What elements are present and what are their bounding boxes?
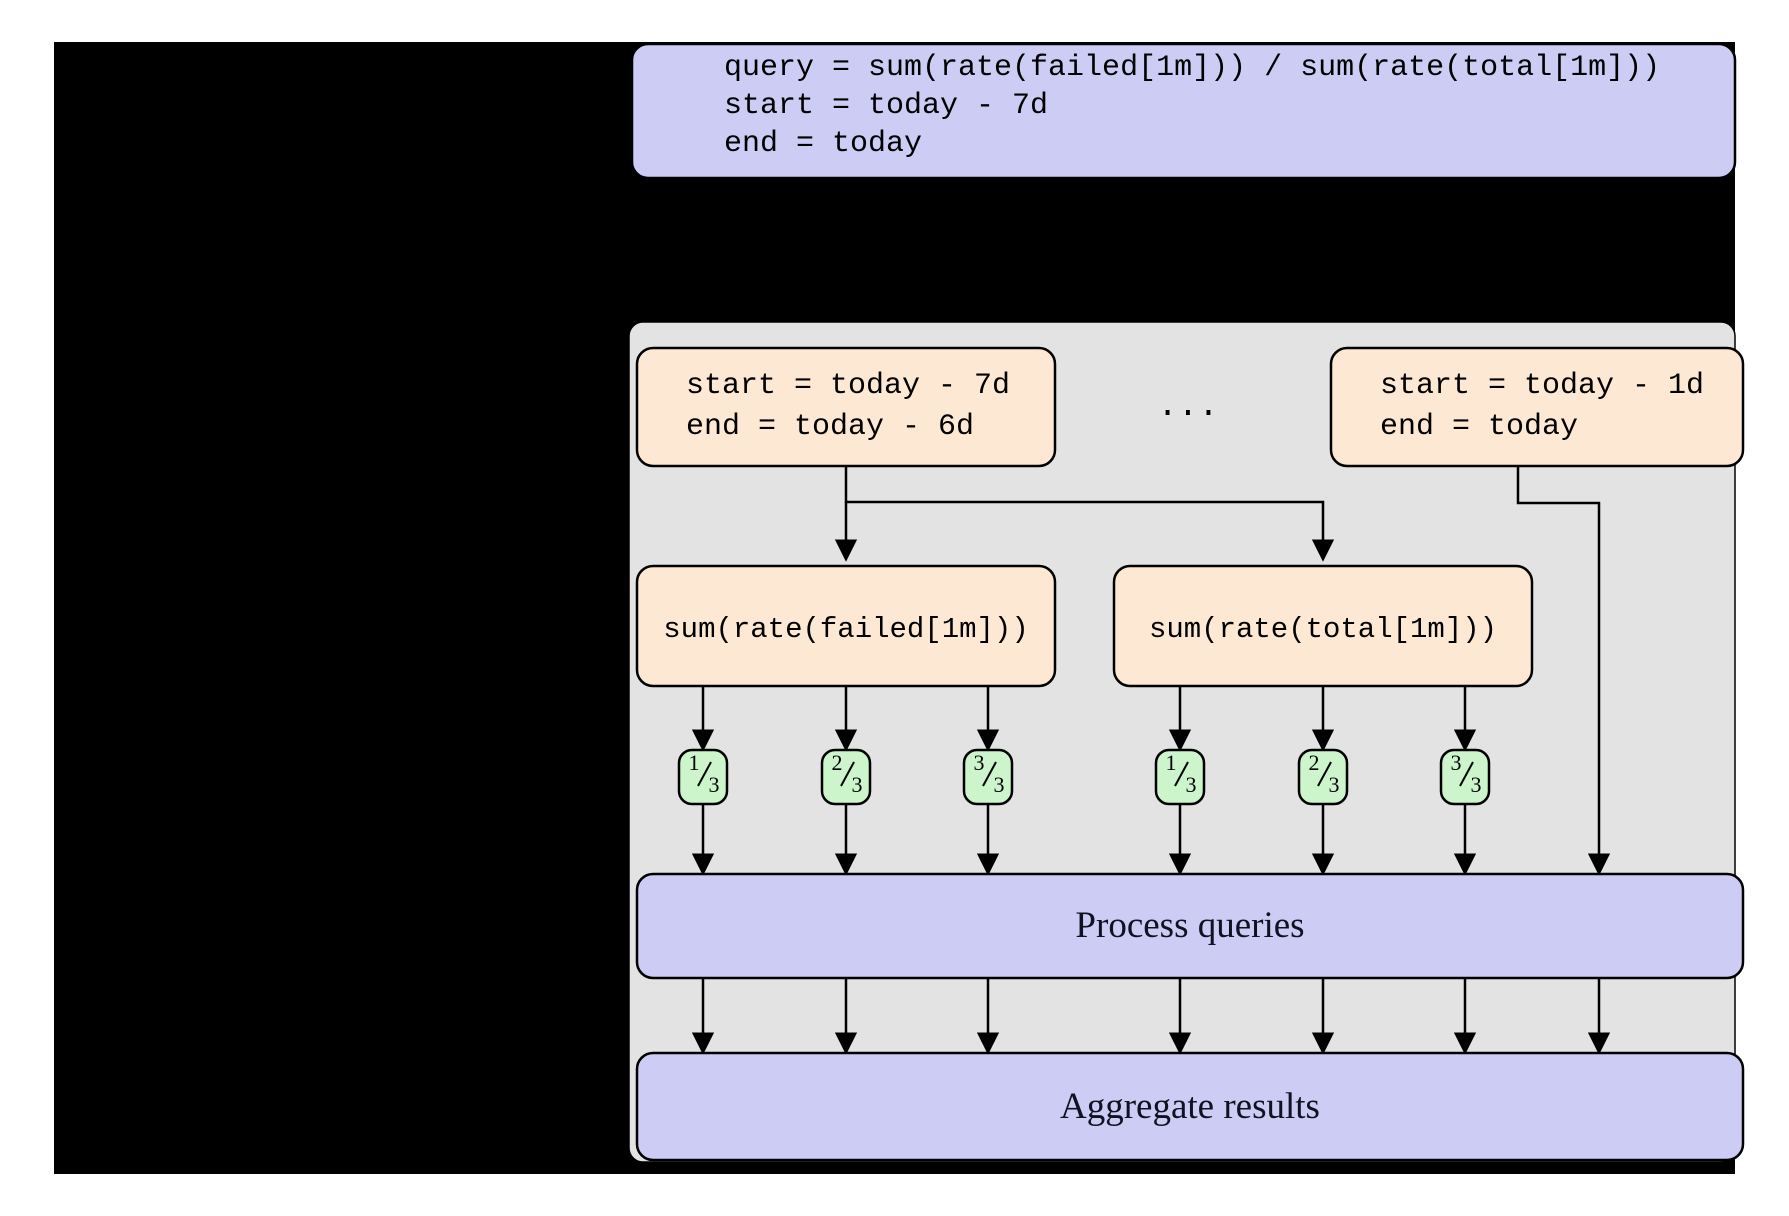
stage-box-aggregate-results [635, 1051, 1745, 1162]
shard-slash-1 [697, 761, 712, 787]
query-box-line-1: query = sum(rate(failed[1m])) / sum(rate… [724, 51, 1660, 85]
stage-label-process-queries: Process queries [1075, 905, 1304, 946]
query-box-line-2: start = today - 7d [724, 89, 1048, 123]
shard-numerator-3: 3 [974, 750, 985, 775]
bypass-connector [1516, 466, 1611, 876]
shard-numerator-6: 3 [1451, 750, 1462, 775]
shard-denominator-5: 3 [1329, 772, 1340, 797]
time-range-last-line-2: end = today [1380, 410, 1578, 444]
stage-box-process-queries [635, 872, 1745, 980]
shard-slash-5 [1317, 761, 1332, 787]
shard-slash-6 [1459, 761, 1474, 787]
time-range-box-last [1329, 346, 1745, 468]
query-box-line-3: end = today [724, 127, 922, 161]
shard-denominator-4: 3 [1186, 772, 1197, 797]
time-range-last-line-1: start = today - 1d [1380, 369, 1704, 403]
shard-slash-3 [982, 761, 997, 787]
metric-label-total: sum(rate(total[1m])) [1149, 613, 1497, 646]
time-range-first-line-1: start = today - 7d [686, 369, 1010, 403]
shard-denominator-3: 3 [994, 772, 1005, 797]
shard-label-2: 2 3 [832, 750, 863, 797]
shard-denominator-1: 3 [709, 772, 720, 797]
metric-label-failed: sum(rate(failed[1m])) [663, 613, 1028, 646]
shard-label-4: 1 3 [1166, 750, 1197, 797]
ellipsis-label: ... [1157, 388, 1218, 426]
shard-label-1: 1 3 [689, 750, 720, 797]
shard-slash-2 [840, 761, 855, 787]
time-range-box-first [635, 346, 1057, 468]
stage-label-aggregate-results: Aggregate results [1060, 1086, 1320, 1127]
shard-label-6: 3 3 [1451, 750, 1482, 797]
time-range-first-line-2: end = today - 6d [686, 410, 974, 444]
fanout-connector [844, 466, 1325, 556]
shard-numerator-5: 2 [1309, 750, 1320, 775]
shard-slash-4 [1174, 761, 1189, 787]
shard-numerator-1: 1 [689, 750, 700, 775]
shard-denominator-6: 3 [1471, 772, 1482, 797]
shard-label-5: 2 3 [1309, 750, 1340, 797]
shard-numerator-2: 2 [832, 750, 843, 775]
query-box [630, 42, 1737, 180]
shard-numerator-4: 1 [1166, 750, 1177, 775]
shard-label-3: 3 3 [974, 750, 1005, 797]
shard-denominator-2: 3 [852, 772, 863, 797]
